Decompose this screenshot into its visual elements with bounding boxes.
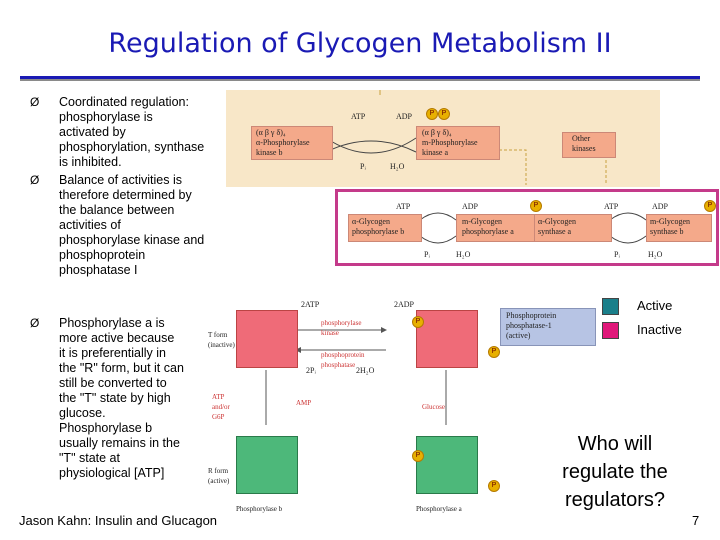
phosphatase-label: phosphoprotein phosphatase <box>321 351 365 369</box>
two-adp-label: 2ADP <box>394 300 415 309</box>
phosphate-icon: P <box>412 450 424 462</box>
kinase-b-label: (α β γ δ)₄ α-Phosphorylase kinase b <box>256 128 310 157</box>
pi-label: Pᵢ <box>360 162 366 171</box>
phosphorylase-a-label: m-Glycogen phosphorylase a <box>462 217 514 236</box>
synthase-b-box <box>646 214 712 242</box>
phosphate-icon: P <box>488 346 500 358</box>
two-pi-label: 2Pᵢ <box>306 366 316 375</box>
bullet-text: Phosphorylase a is more active because i… <box>59 316 184 480</box>
footer-text: Jason Kahn: Insulin and Glucagon <box>19 513 218 528</box>
conformation-arrows <box>236 327 447 451</box>
slide-title: Regulation of Glycogen Metabolism II <box>108 28 612 59</box>
arrow-bullet-icon: Ø <box>30 95 40 109</box>
interconversion-arrows <box>419 212 647 244</box>
bullet-text: Coordinated regulation: phosphorylase is… <box>59 95 205 169</box>
synthase-b-label: m-Glycogen synthase b <box>650 217 690 236</box>
pi-label: Pᵢ <box>614 250 620 259</box>
inactive-legend-label: Inactive <box>637 322 682 337</box>
phosphatase-1-box <box>500 308 596 346</box>
h2o-label: H₂O <box>456 250 471 259</box>
phosphorylase-b-label: Phosphorylase b <box>236 505 283 513</box>
glucose-label: Glucose <box>422 403 445 411</box>
enzyme-interconversion-diagram: α-Glycogen phosphorylase b m-Glycogen ph… <box>335 189 719 266</box>
regulators-question: Who will regulate the regulators? <box>562 433 668 511</box>
phosphorylase-b-box <box>348 214 422 242</box>
phosphorylase-a-r-form <box>416 436 478 494</box>
inactive-legend-swatch <box>602 322 619 339</box>
synthase-a-box <box>534 214 612 242</box>
kinase-cascade-diagram: (α β γ δ)₄ α-Phosphorylase kinase b (α β… <box>226 90 660 187</box>
other-kinases-label: Other kinases <box>572 134 596 153</box>
page-number: 7 <box>692 513 700 528</box>
active-legend-label: Active <box>637 298 673 313</box>
phosphorylase-a-label: Phosphorylase a <box>416 505 462 513</box>
phosphate-icon: P <box>438 108 450 120</box>
active-legend-swatch <box>602 298 619 315</box>
atp-label: ATP <box>396 202 411 211</box>
h2o-label: H₂O <box>390 162 405 171</box>
atp-g6p-label: ATP and/or G6P <box>212 393 230 421</box>
title-rule <box>20 76 700 81</box>
synthase-a-label: α-Glycogen synthase a <box>538 217 576 236</box>
phosphorylase-a-box <box>456 214 536 242</box>
other-kinases-box <box>562 132 616 158</box>
h2o-label: H₂O <box>648 250 663 259</box>
adp-label: ADP <box>462 202 479 211</box>
adp-label: ADP <box>652 202 669 211</box>
adp-label: ADP <box>396 112 413 121</box>
phosphorylase-b-label: α-Glycogen phosphorylase b <box>352 217 405 236</box>
phosphate-icon: P <box>412 316 424 328</box>
phosphate-icon: P <box>704 200 716 212</box>
pi-label: Pᵢ <box>424 250 430 259</box>
phosphate-icon: P <box>530 200 542 212</box>
atp-label: ATP <box>604 202 619 211</box>
two-h2o-label: 2H₂O <box>356 366 375 375</box>
atp-label: ATP <box>351 112 366 121</box>
phosphate-icon: P <box>488 480 500 492</box>
phosphorylase-conformation-diagram: 2ATP 2ADP phosphorylase kinase phosphopr… <box>206 300 504 514</box>
phosphatase-1-label: Phosphoprotein phosphatase-1 (active) <box>506 311 557 340</box>
amp-label: AMP <box>296 399 312 407</box>
phosphorylase-b-r-form <box>236 436 298 494</box>
kinase-label: phosphorylase kinase <box>321 319 362 337</box>
two-atp-label: 2ATP <box>301 300 320 309</box>
arrow-bullet-icon: Ø <box>30 316 40 330</box>
t-form-label: T form (inactive) <box>208 331 235 349</box>
phosphorylase-kinase-b-box <box>251 126 333 160</box>
phosphorylase-kinase-a-box <box>416 126 500 160</box>
kinase-a-label: (α β γ δ)₄ m-Phosphorylase kinase a <box>422 128 478 157</box>
phosphate-icon: P <box>426 108 438 120</box>
bullet-text: Balance of activities is therefore deter… <box>59 173 205 277</box>
arrow-bullet-icon: Ø <box>30 173 40 187</box>
phosphorylase-b-t-form <box>236 310 298 368</box>
r-form-label: R form (active) <box>208 467 230 485</box>
phosphorylase-a-t-form <box>416 310 478 368</box>
